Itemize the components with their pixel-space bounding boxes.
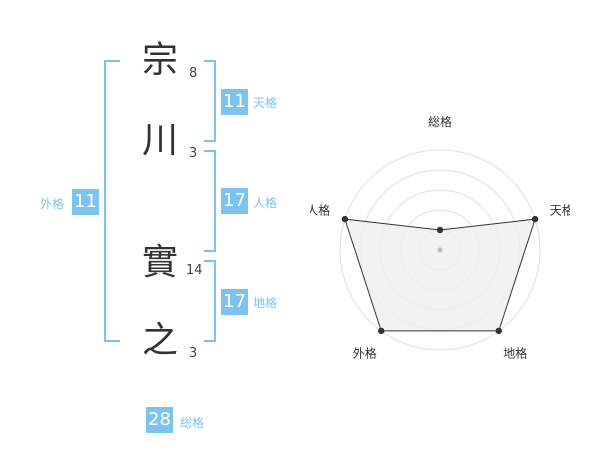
radar-axis-label-3: 地格 (503, 346, 527, 361)
jinkaku-badge: 17 (221, 188, 248, 214)
radar-axis-label-5: 人格 (310, 202, 330, 217)
gaikaku-bracket (104, 60, 120, 342)
stroke-count-2: 3 (189, 146, 198, 161)
jinkaku-bracket (204, 150, 216, 252)
jinkaku-label: 人格 (253, 196, 278, 210)
radar-axis-label-4: 外格 (353, 346, 377, 361)
radar-polygon (344, 218, 536, 332)
gaikaku-badge: 11 (72, 189, 99, 215)
stroke-count-4: 3 (189, 346, 198, 361)
radar-point-1 (436, 226, 444, 234)
radar-point-2 (531, 215, 539, 223)
radar-ring-5 (339, 149, 541, 351)
chikaku-bracket (204, 260, 216, 342)
tenkaku-label: 天格 (253, 96, 278, 110)
radar-axis-label-1: 総格 (428, 114, 452, 129)
tenkaku-bracket (204, 60, 216, 142)
name-char-1: 宗 (141, 40, 178, 81)
radar-point-5 (341, 215, 349, 223)
radar-center (437, 247, 443, 253)
stroke-count-1: 8 (189, 66, 198, 81)
chikaku-label: 地格 (253, 296, 278, 310)
tenkaku-badge: 11 (221, 89, 248, 115)
radar-shape (341, 215, 539, 335)
soukaku-label: 総格 (180, 416, 205, 430)
radar-point-3 (495, 327, 502, 335)
radar-axis-label-2: 天格 (550, 202, 570, 217)
name-char-4: 之 (141, 320, 178, 361)
gaikaku-label: 外格 (40, 197, 65, 211)
soukaku-badge: 28 (146, 407, 173, 433)
name-char-3: 實 (141, 242, 178, 283)
stroke-count-3: 14 (186, 263, 203, 278)
chikaku-badge: 17 (221, 289, 248, 315)
name-char-2: 川 (141, 120, 178, 161)
radar-point-4 (378, 327, 385, 335)
